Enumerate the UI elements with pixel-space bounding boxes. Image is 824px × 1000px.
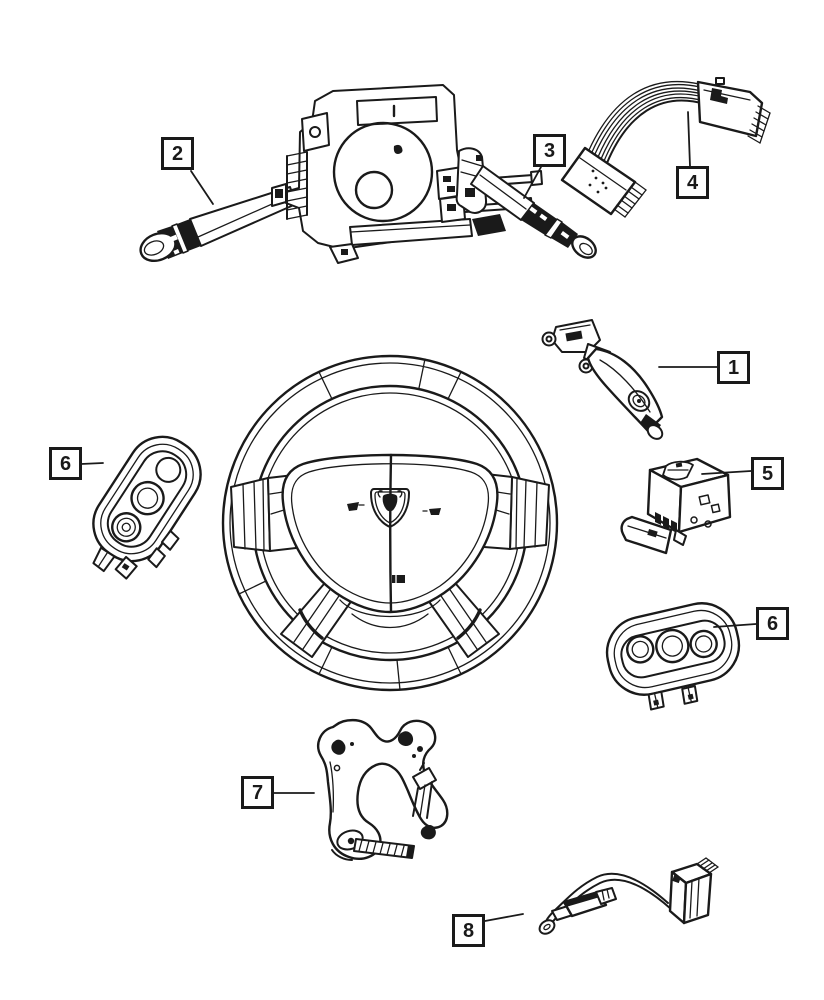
callout-3-leader bbox=[523, 166, 542, 199]
mounting-bracket bbox=[317, 718, 449, 861]
callout-6-right[interactable]: 6 bbox=[756, 607, 789, 640]
callout-6-left-label: 6 bbox=[59, 452, 72, 475]
dodge-logo bbox=[370, 488, 410, 528]
callout-5-leader bbox=[701, 470, 752, 475]
callout-7[interactable]: 7 bbox=[241, 776, 274, 809]
harness-connector-left bbox=[560, 146, 647, 218]
airbag-cover bbox=[269, 453, 511, 614]
callout-7-label: 7 bbox=[251, 781, 264, 804]
callout-6-right-leader bbox=[713, 623, 757, 628]
callout-1-label: 1 bbox=[727, 356, 740, 379]
leader-lines bbox=[80, 111, 757, 922]
steering-wheel bbox=[221, 354, 559, 692]
callout-1[interactable]: 1 bbox=[717, 351, 750, 384]
callout-2[interactable]: 2 bbox=[161, 137, 194, 170]
switch-pod-left bbox=[92, 435, 202, 580]
switch-pod-right bbox=[605, 602, 741, 711]
rim-seams bbox=[238, 358, 462, 691]
multifunction-switch-assembly bbox=[139, 84, 597, 264]
callout-4-leader bbox=[687, 111, 691, 167]
callout-6-right-label: 6 bbox=[766, 612, 779, 635]
callout-4-label: 4 bbox=[686, 171, 699, 194]
callout-8[interactable]: 8 bbox=[452, 914, 485, 947]
jumper-connector bbox=[668, 857, 719, 925]
harness-connector-right bbox=[696, 77, 771, 144]
callout-2-label: 2 bbox=[171, 142, 184, 165]
callout-8-leader bbox=[484, 913, 524, 922]
switch-body bbox=[271, 84, 473, 264]
callout-6-left[interactable]: 6 bbox=[49, 447, 82, 480]
callout-5-label: 5 bbox=[761, 462, 774, 485]
callout-5[interactable]: 5 bbox=[751, 457, 784, 490]
pad-clips bbox=[347, 502, 441, 584]
callout-8-label: 8 bbox=[462, 919, 475, 942]
speed-control-switch bbox=[541, 319, 664, 440]
jumper-wiring bbox=[538, 857, 719, 935]
callout-3[interactable]: 3 bbox=[533, 134, 566, 167]
callout-6-left-leader bbox=[80, 462, 104, 465]
callout-3-label: 3 bbox=[543, 139, 556, 162]
switch-module bbox=[620, 457, 732, 555]
left-stalk bbox=[139, 186, 297, 263]
wiring-harness bbox=[560, 77, 771, 218]
callout-4[interactable]: 4 bbox=[676, 166, 709, 199]
callout-2-leader bbox=[190, 170, 214, 205]
right-stalk bbox=[470, 165, 597, 259]
